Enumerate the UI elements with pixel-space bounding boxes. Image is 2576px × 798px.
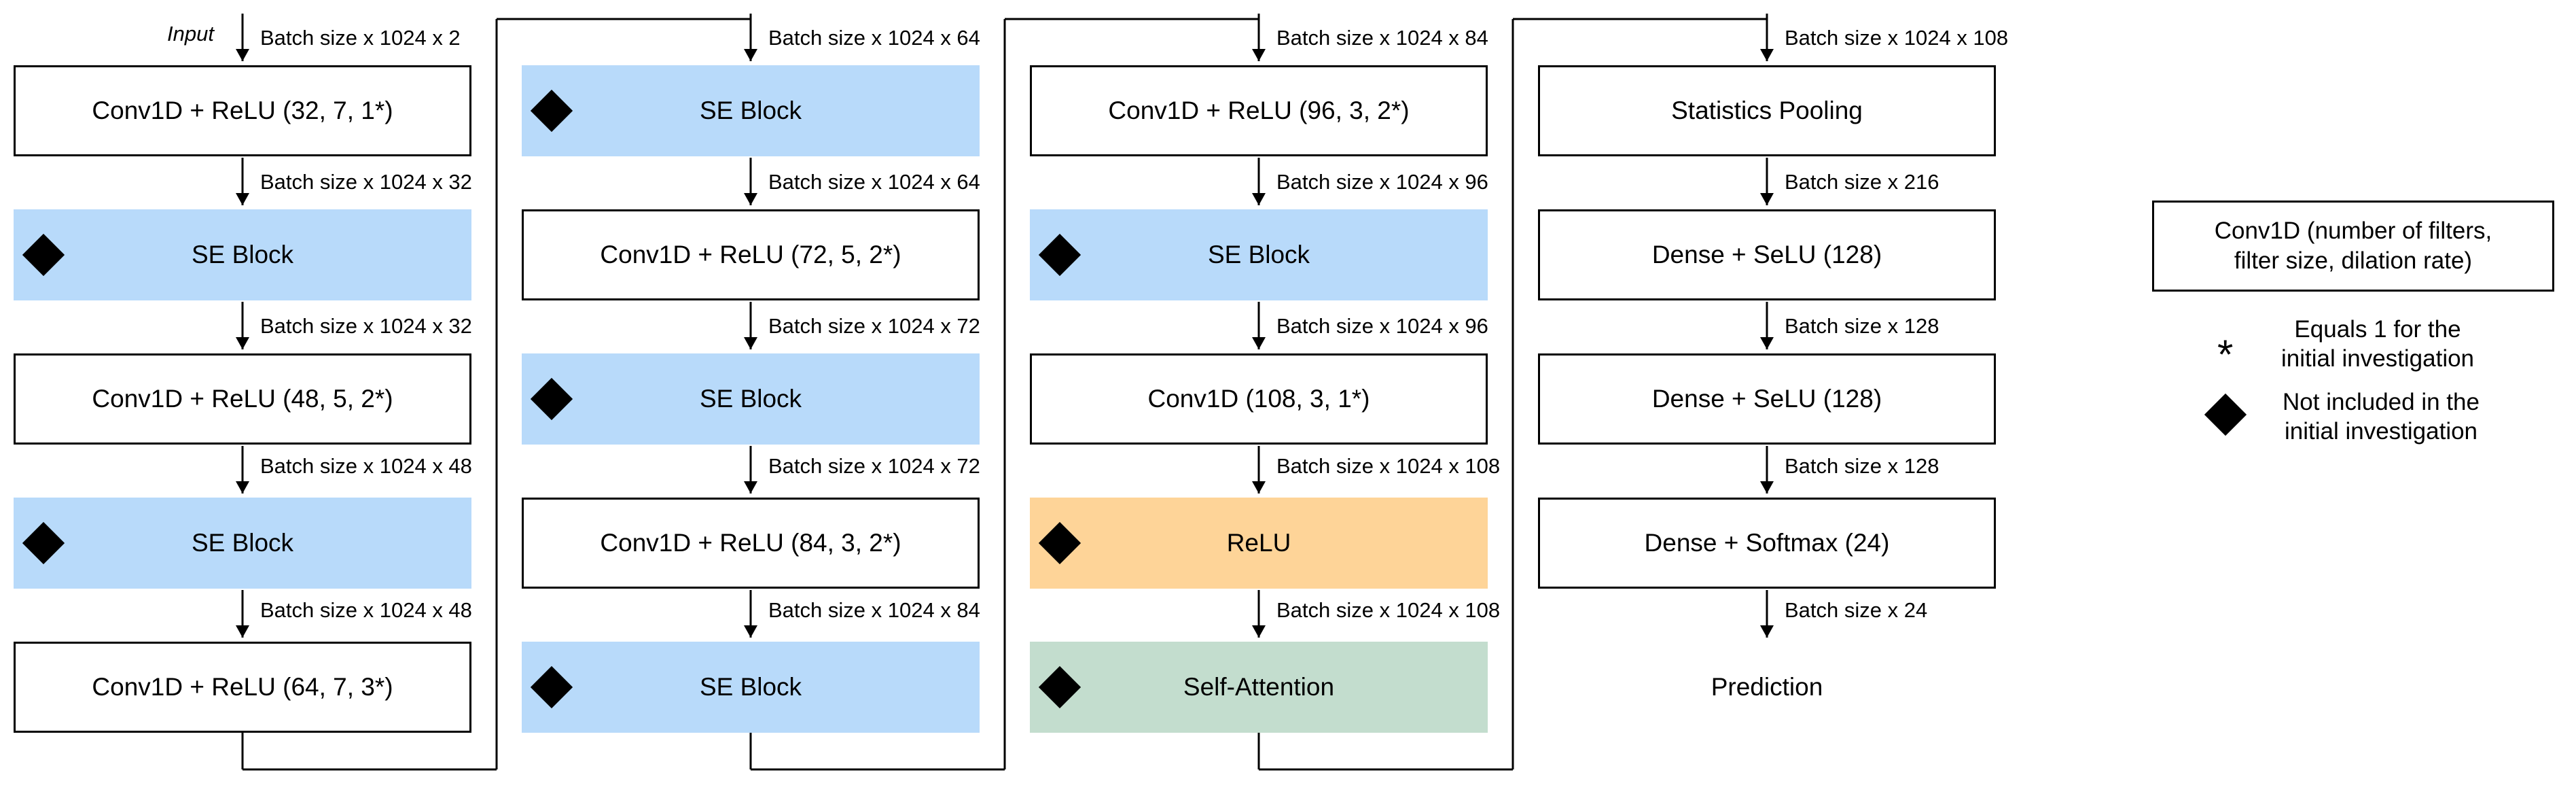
arrow-head bbox=[1760, 625, 1774, 638]
block-label: Dense + SeLU (128) bbox=[1651, 241, 1882, 268]
arrow-head bbox=[744, 481, 757, 493]
arrow-head bbox=[1252, 481, 1266, 493]
arrow-head bbox=[744, 193, 757, 205]
arrow-head bbox=[236, 193, 249, 205]
block-label: SE Block bbox=[699, 673, 802, 701]
tensor-shape-label: Batch size x 128 bbox=[1785, 454, 1939, 478]
arrow-head bbox=[1760, 193, 1774, 205]
block-conv1d-relu-64-7-3: Conv1D + ReLU (64, 7, 3*) bbox=[14, 642, 471, 733]
block-label: Prediction bbox=[1711, 673, 1823, 701]
block-conv1d-relu-72-5-2: Conv1D + ReLU (72, 5, 2*) bbox=[522, 209, 980, 300]
diamond-icon bbox=[22, 521, 65, 565]
arrow-head bbox=[744, 337, 757, 349]
block-label: Self-Attention bbox=[1183, 673, 1335, 701]
tensor-shape-label: Batch size x 1024 x 108 bbox=[1785, 26, 2009, 50]
diamond-icon bbox=[22, 233, 65, 277]
diamond-icon bbox=[530, 89, 573, 133]
block-se-block: SE Block bbox=[14, 209, 471, 300]
block-relu: ReLU bbox=[1030, 498, 1488, 589]
block-prediction: Prediction bbox=[1538, 642, 1996, 733]
legend-conv-format: Conv1D (number of filters, filter size, … bbox=[2152, 201, 2554, 292]
arrow-head bbox=[236, 337, 249, 349]
arrow-head bbox=[1760, 481, 1774, 493]
diamond-icon bbox=[1038, 665, 1081, 709]
block-label: Conv1D + ReLU (72, 5, 2*) bbox=[600, 241, 901, 268]
arrow-head bbox=[236, 49, 249, 61]
diamond-icon bbox=[1038, 233, 1081, 277]
arrow-head bbox=[236, 481, 249, 493]
tensor-shape-label: Batch size x 1024 x 32 bbox=[260, 170, 472, 194]
block-label: Conv1D + ReLU (84, 3, 2*) bbox=[600, 529, 901, 557]
block-se-block: SE Block bbox=[522, 353, 980, 445]
block-label: Dense + Softmax (24) bbox=[1644, 529, 1890, 557]
arrow-head bbox=[1252, 625, 1266, 638]
block-conv1d-relu-84-3-2: Conv1D + ReLU (84, 3, 2*) bbox=[522, 498, 980, 589]
block-label: SE Block bbox=[699, 97, 802, 124]
tensor-shape-label: Batch size x 1024 x 108 bbox=[1276, 598, 1501, 622]
tensor-shape-label: Batch size x 1024 x 72 bbox=[768, 314, 980, 338]
block-conv1d-relu-32-7-1: Conv1D + ReLU (32, 7, 1*) bbox=[14, 65, 471, 156]
block-dense-softmax-24: Dense + Softmax (24) bbox=[1538, 498, 1996, 589]
tensor-shape-label: Batch size x 216 bbox=[1785, 170, 1939, 194]
diamond-icon bbox=[530, 665, 573, 709]
block-label: Conv1D + ReLU (32, 7, 1*) bbox=[92, 97, 393, 124]
block-label: Dense + SeLU (128) bbox=[1651, 385, 1882, 413]
arrow-head bbox=[1760, 49, 1774, 61]
tensor-shape-label: Batch size x 1024 x 48 bbox=[260, 454, 472, 478]
block-dense-selu-128: Dense + SeLU (128) bbox=[1538, 353, 1996, 445]
block-self-attention: Self-Attention bbox=[1030, 642, 1488, 733]
arrow-head bbox=[1252, 193, 1266, 205]
block-se-block: SE Block bbox=[1030, 209, 1488, 300]
tensor-shape-label: Batch size x 1024 x 72 bbox=[768, 454, 980, 478]
block-label: Conv1D + ReLU (96, 3, 2*) bbox=[1108, 97, 1410, 124]
tensor-shape-label: Batch size x 1024 x 84 bbox=[768, 598, 980, 622]
block-label: ReLU bbox=[1226, 529, 1291, 557]
block-conv1d-108-3-1: Conv1D (108, 3, 1*) bbox=[1030, 353, 1488, 445]
block-label: Conv1D + ReLU (64, 7, 3*) bbox=[92, 673, 393, 701]
block-label: Conv1D (108, 3, 1*) bbox=[1147, 385, 1370, 413]
block-label: SE Block bbox=[191, 529, 294, 557]
tensor-shape-label: Batch size x 1024 x 2 bbox=[260, 26, 461, 50]
arrow-head bbox=[1252, 49, 1266, 61]
tensor-shape-label: Batch size x 128 bbox=[1785, 314, 1939, 338]
legend-diamond-text: Not included in the initial investigatio… bbox=[2283, 389, 2480, 445]
arrow-head bbox=[236, 625, 249, 638]
block-se-block: SE Block bbox=[14, 498, 471, 589]
block-label: SE Block bbox=[191, 241, 294, 268]
tensor-shape-label: Batch size x 1024 x 64 bbox=[768, 26, 980, 50]
tensor-shape-label: Batch size x 1024 x 84 bbox=[1276, 26, 1488, 50]
block-se-block: SE Block bbox=[522, 642, 980, 733]
block-label: Statistics Pooling bbox=[1671, 97, 1863, 124]
block-se-block: SE Block bbox=[522, 65, 980, 156]
tensor-shape-label: Batch size x 1024 x 96 bbox=[1276, 314, 1488, 338]
arrow-head bbox=[744, 625, 757, 638]
block-conv1d-relu-96-3-2: Conv1D + ReLU (96, 3, 2*) bbox=[1030, 65, 1488, 156]
input-label: Input bbox=[167, 22, 214, 46]
tensor-shape-label: Batch size x 1024 x 32 bbox=[260, 314, 472, 338]
arrow-head bbox=[1252, 337, 1266, 349]
tensor-shape-label: Batch size x 1024 x 108 bbox=[1276, 454, 1501, 478]
arrow-head bbox=[1760, 337, 1774, 349]
block-statistics-pooling: Statistics Pooling bbox=[1538, 65, 1996, 156]
block-label: SE Block bbox=[1207, 241, 1310, 268]
legend-star-symbol: * bbox=[2217, 332, 2234, 377]
diamond-icon bbox=[1038, 521, 1081, 565]
block-dense-selu-128: Dense + SeLU (128) bbox=[1538, 209, 1996, 300]
block-conv1d-relu-48-5-2: Conv1D + ReLU (48, 5, 2*) bbox=[14, 353, 471, 445]
block-label: Conv1D + ReLU (48, 5, 2*) bbox=[92, 385, 393, 413]
tensor-shape-label: Batch size x 24 bbox=[1785, 598, 1928, 622]
legend-star-text: Equals 1 for the initial investigation bbox=[2280, 316, 2475, 372]
tensor-shape-label: Batch size x 1024 x 96 bbox=[1276, 170, 1488, 194]
block-label: SE Block bbox=[699, 385, 802, 413]
diamond-icon bbox=[530, 377, 573, 421]
tensor-shape-label: Batch size x 1024 x 64 bbox=[768, 170, 980, 194]
tensor-shape-label: Batch size x 1024 x 48 bbox=[260, 598, 472, 622]
arrow-head bbox=[744, 49, 757, 61]
